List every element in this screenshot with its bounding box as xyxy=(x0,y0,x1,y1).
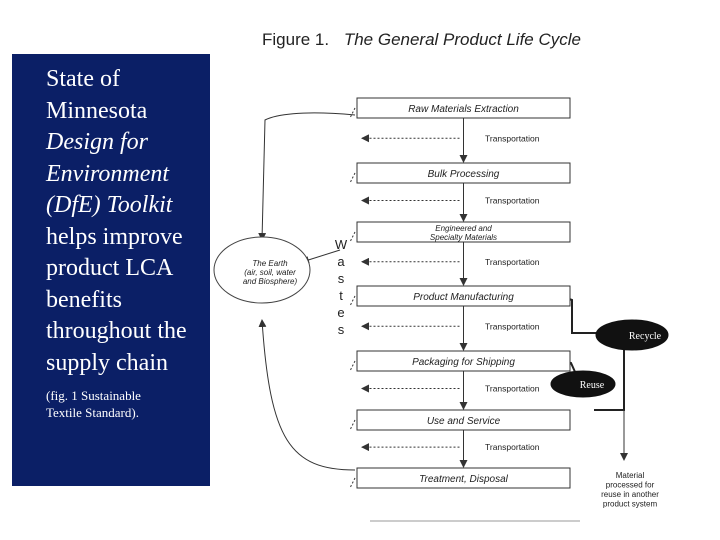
earth-ellipse xyxy=(213,236,311,304)
material-label: Material xyxy=(616,471,645,480)
reuse-ellipse xyxy=(550,370,616,398)
waste-flow xyxy=(349,360,356,372)
earth-label: and Biosphere) xyxy=(243,277,298,286)
stage-label: Packaging for Shipping xyxy=(412,357,515,368)
stage-box xyxy=(356,467,571,489)
stage-box xyxy=(356,162,571,184)
description-line: benefits xyxy=(46,286,122,313)
description-line: State of xyxy=(46,66,120,92)
figure-number: Figure 1. xyxy=(262,30,330,49)
stage-box xyxy=(356,221,571,243)
material-label: processed for xyxy=(606,481,655,490)
waste-flow xyxy=(349,477,356,489)
transport-label: Transportation xyxy=(485,196,540,206)
stage-label: Bulk Processing xyxy=(428,169,500,180)
reuse-label: Reuse xyxy=(580,380,605,391)
wastes-letter: s xyxy=(338,322,345,337)
transport-label: Transportation xyxy=(485,442,540,452)
waste-flow xyxy=(349,231,356,243)
stage-label: Engineered and xyxy=(435,224,492,233)
stage-box xyxy=(356,350,571,372)
stage-box xyxy=(356,285,571,307)
transport-label: Transportation xyxy=(485,384,540,394)
transport-label: Transportation xyxy=(485,133,540,143)
stage-label: Use and Service xyxy=(427,416,501,427)
transport-label: Transportation xyxy=(485,321,540,331)
wastes-letter: a xyxy=(337,254,345,269)
earth-label: (air, soil, water xyxy=(244,268,296,277)
description-line: (DfE) Toolkit xyxy=(46,192,173,218)
recycle-label: Recycle xyxy=(629,331,662,342)
earth-label: The Earth xyxy=(252,259,288,268)
recycle-ellipse xyxy=(595,319,669,351)
stage-label: Treatment, Disposal xyxy=(419,474,509,485)
description-line: Environment xyxy=(46,160,170,187)
stage-label: Raw Materials Extraction xyxy=(408,104,519,115)
waste-flow xyxy=(349,419,356,431)
stage-label: Specialty Materials xyxy=(430,233,497,242)
stage-box xyxy=(356,97,571,119)
wastes-letter: e xyxy=(337,305,344,320)
earth-flow-arrow xyxy=(258,112,356,241)
material-label: product system xyxy=(603,500,658,509)
figure-title: Figure 1. The General Product Life Cycle xyxy=(262,30,581,50)
description-line: helps improve xyxy=(46,223,183,250)
description-line: Minnesota xyxy=(46,97,148,124)
waste-flow xyxy=(349,107,356,119)
wastes-letter: t xyxy=(339,288,343,303)
note-line: Textile Standard). xyxy=(46,405,139,420)
description-line: product LCA xyxy=(46,255,174,281)
transport-label: Transportation xyxy=(485,257,540,267)
material-label: reuse in another xyxy=(601,490,659,499)
stage-label: Product Manufacturing xyxy=(413,292,514,303)
wastes-letter: W xyxy=(335,237,348,252)
figure-name: The General Product Life Cycle xyxy=(343,30,581,49)
stage-box xyxy=(356,409,571,431)
description-line: throughout the xyxy=(46,318,187,344)
description-line: Design for xyxy=(46,129,148,155)
wastes-letter: s xyxy=(338,271,345,286)
waste-flow xyxy=(349,172,356,184)
return-flow-arrow xyxy=(258,319,356,471)
note-line: (fig. 1 Sustainable xyxy=(46,388,141,403)
description-line: supply chain xyxy=(46,349,168,376)
waste-flow xyxy=(349,295,356,307)
